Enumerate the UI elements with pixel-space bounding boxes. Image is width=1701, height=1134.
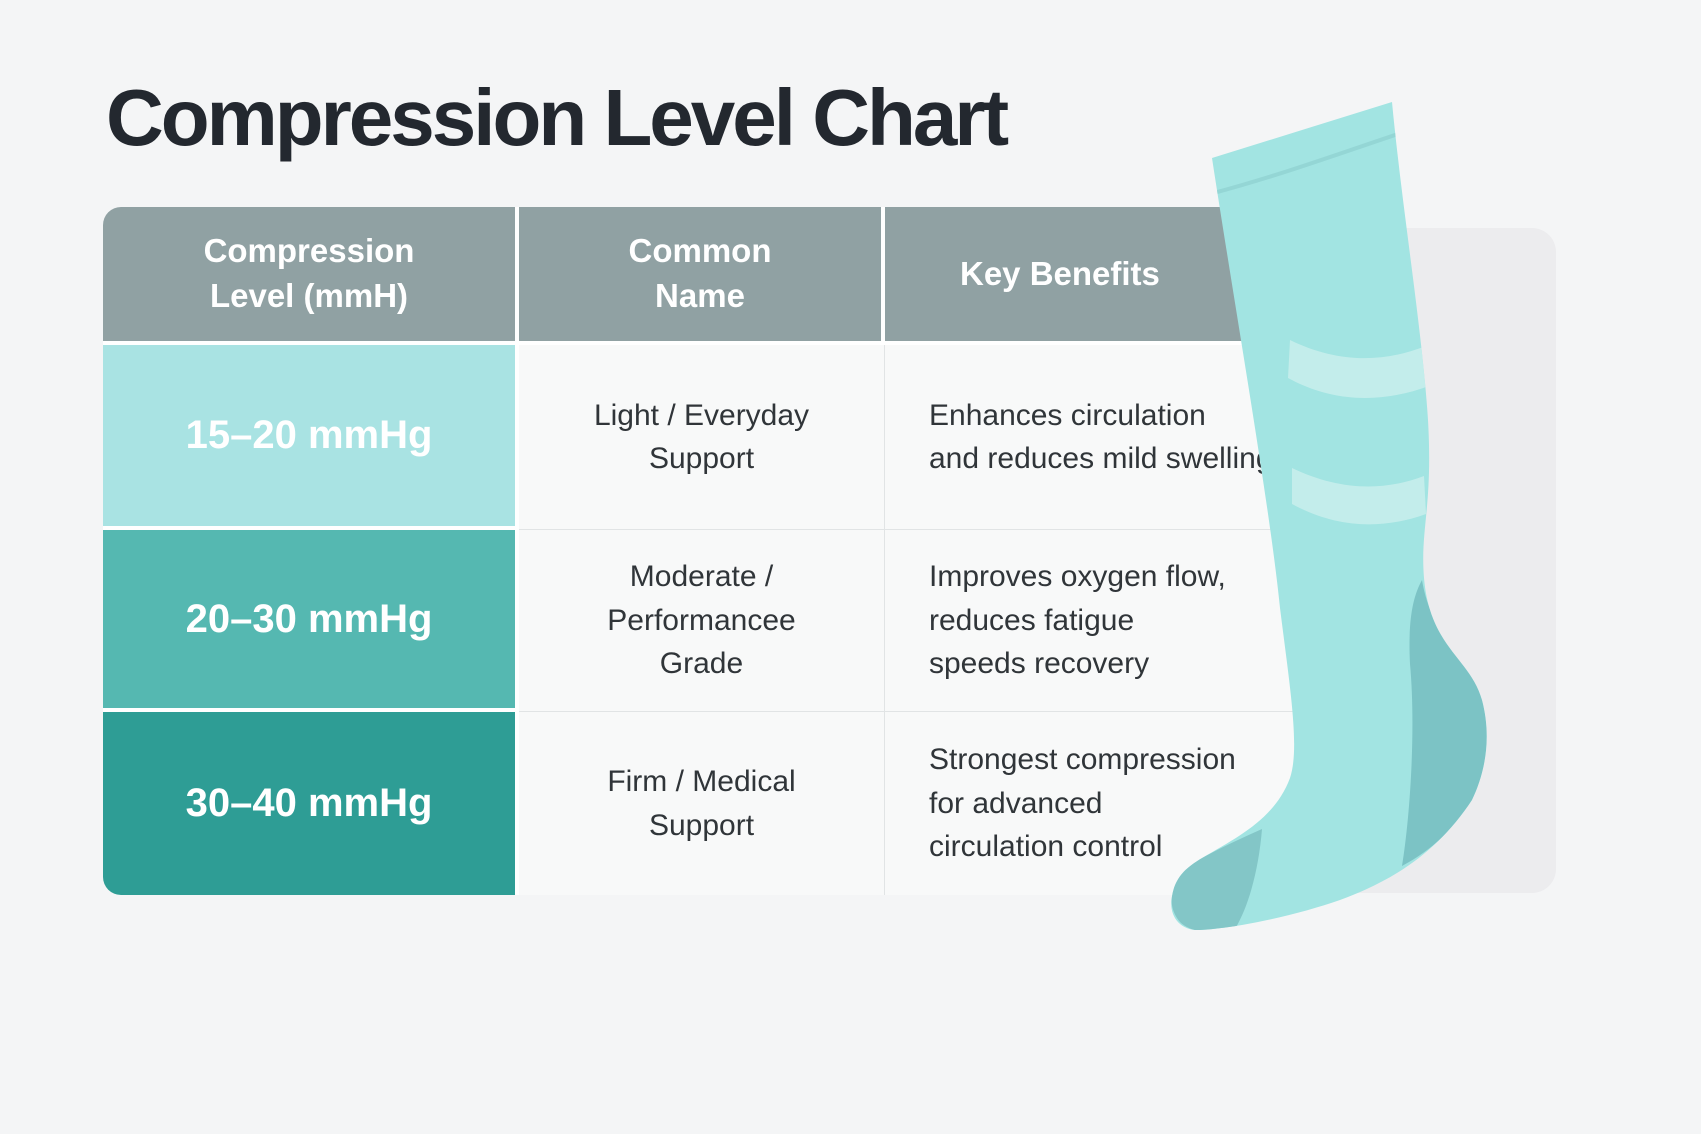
header-compression-level: Compression Level (mmH) bbox=[103, 207, 519, 345]
compression-sock-illustration bbox=[1171, 102, 1487, 931]
sock-toe-icon bbox=[1171, 829, 1262, 931]
level-cell: 15–20 mmHg bbox=[103, 345, 519, 530]
header-common-name: Common Name bbox=[519, 207, 885, 345]
name-cell: Light / Everyday Support bbox=[519, 345, 885, 530]
sock-band-icon bbox=[1292, 468, 1426, 525]
sock-cuff-line-icon bbox=[1209, 132, 1399, 196]
sock-heel-icon bbox=[1402, 580, 1487, 866]
name-cell: Moderate / Performancee Grade bbox=[519, 530, 885, 712]
benefit-cell: Improves oxygen flow, reduces fatigue sp… bbox=[885, 530, 1333, 712]
sock-band-icon bbox=[1288, 340, 1429, 398]
compression-level-table: Compression Level (mmH) Common Name Key … bbox=[103, 207, 1333, 895]
level-cell: 30–40 mmHg bbox=[103, 712, 519, 895]
level-cell: 20–30 mmHg bbox=[103, 530, 519, 712]
name-cell: Firm / Medical Support bbox=[519, 712, 885, 895]
page-title: Compression Level Chart bbox=[106, 73, 1009, 162]
